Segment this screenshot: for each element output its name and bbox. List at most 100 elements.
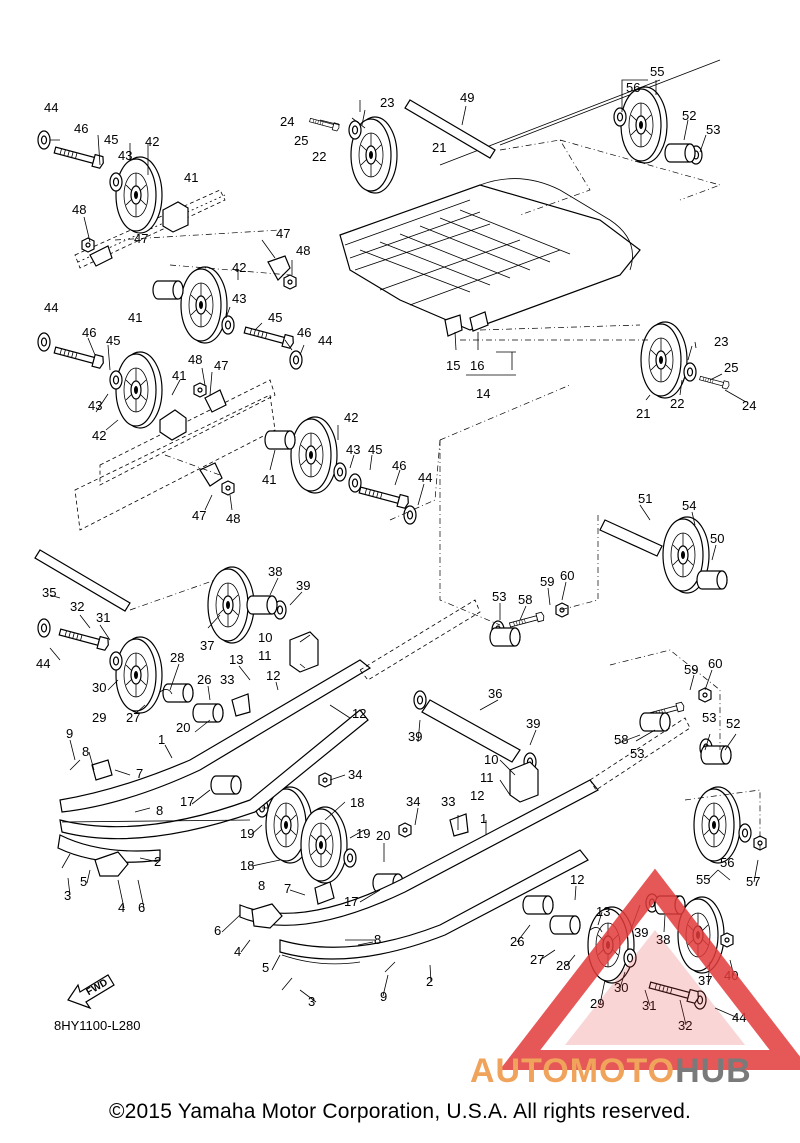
callout: 17 — [180, 794, 194, 809]
callout: 44 — [44, 100, 58, 115]
callout: 55 — [696, 872, 710, 887]
callout: 41 — [184, 170, 198, 185]
callout: 41 — [262, 472, 276, 487]
callout: 7 — [284, 881, 291, 896]
callout: 22 — [312, 149, 326, 164]
wheel-idler-upper-1 — [115, 156, 163, 234]
callout: 44 — [36, 656, 50, 671]
callout: 53 — [630, 746, 644, 761]
callout: 52 — [726, 716, 740, 731]
callout: 6 — [138, 900, 145, 915]
callout: 44 — [318, 333, 332, 348]
callout: 1 — [158, 732, 165, 747]
callout: 34 — [406, 794, 420, 809]
callout: 18 — [350, 795, 364, 810]
callout: 8 — [156, 803, 163, 818]
callout: 9 — [380, 989, 387, 1004]
fwd-arrow-icon: FWD — [67, 974, 115, 1010]
callout: 42 — [92, 428, 106, 443]
wheel-29-upper — [115, 636, 163, 714]
callout: 28 — [556, 958, 570, 973]
callout: 13 — [596, 904, 610, 919]
track-belt — [339, 59, 721, 331]
wheel-18-b — [300, 806, 348, 884]
watermark-part2: HUB — [675, 1052, 752, 1090]
callout: 32 — [70, 599, 84, 614]
callout: 1 — [480, 811, 487, 826]
callout: 2 — [154, 854, 161, 869]
wheel-idler-mid-2 — [290, 416, 338, 494]
copyright-notice: ©2015 Yamaha Motor Corporation, U.S.A. A… — [108, 1100, 692, 1123]
callout: 58 — [518, 592, 532, 607]
callouts: 44 46 45 42 43 41 48 47 24 23 25 22 21 4… — [36, 64, 760, 1033]
callout: 46 — [82, 325, 96, 340]
callout: 60 — [708, 656, 722, 671]
callout: 6 — [214, 923, 221, 938]
callout: 41 — [172, 368, 186, 383]
callout: 45 — [268, 310, 282, 325]
callout: 31 — [96, 610, 110, 625]
callout: 23 — [714, 334, 728, 349]
callout: 53 — [492, 589, 506, 604]
callout: 44 — [418, 470, 432, 485]
callout: 59 — [684, 662, 698, 677]
callout: 19 — [356, 826, 370, 841]
wheel-55-lower — [693, 786, 741, 864]
callout: 43 — [346, 442, 360, 457]
callout: 3 — [64, 888, 71, 903]
wheel-idler-upper-2 — [180, 266, 228, 344]
callout: 48 — [188, 352, 202, 367]
callout: 46 — [74, 121, 88, 136]
callout: 9 — [66, 726, 73, 741]
watermark-part1: AUTOMOTO — [470, 1052, 676, 1090]
callout: 41 — [128, 310, 142, 325]
callout: 25 — [724, 360, 738, 375]
callout: 11 — [258, 648, 272, 663]
drawing-code: 8HY1100-L280 — [54, 1018, 141, 1033]
callout: 33 — [220, 672, 234, 687]
callout: 37 — [698, 973, 712, 988]
callout: 48 — [72, 202, 86, 217]
callout: 38 — [656, 932, 670, 947]
reference-lines — [114, 139, 761, 850]
callout: 38 — [268, 564, 282, 579]
callout: 12 — [570, 872, 584, 887]
callout: 32 — [678, 1018, 692, 1033]
callout: 15 — [446, 358, 460, 373]
callout: 17 — [344, 894, 358, 909]
callout: 8 — [258, 878, 265, 893]
callout: 18 — [240, 858, 254, 873]
callout: 60 — [560, 568, 574, 583]
callout: 24 — [742, 398, 756, 413]
callout: 12 — [266, 668, 280, 683]
callout: 8 — [374, 932, 381, 947]
callout: 24 — [280, 114, 294, 129]
callout: 4 — [118, 900, 125, 915]
callout: 27 — [126, 710, 140, 725]
callout: 56 — [720, 855, 734, 870]
callout: 53 — [702, 710, 716, 725]
callout: 37 — [200, 638, 214, 653]
callout: 45 — [106, 333, 120, 348]
callout: 2 — [426, 974, 433, 989]
wheel-rear-top — [620, 86, 668, 164]
callout: 49 — [460, 90, 474, 105]
watermark-text: AUTOMOTOHUB — [470, 1052, 752, 1091]
callout: 21 — [432, 140, 446, 155]
callout: 12 — [352, 706, 366, 721]
callout: 22 — [670, 396, 684, 411]
small-parts — [61, 100, 693, 991]
callout: 31 — [642, 998, 656, 1013]
callout: 14 — [476, 386, 490, 401]
callout: 43 — [118, 148, 132, 163]
callout: 25 — [294, 133, 308, 148]
callout: 48 — [226, 511, 240, 526]
callout: 5 — [262, 960, 269, 975]
upper-left-rail — [74, 189, 276, 531]
callout: 52 — [682, 108, 696, 123]
callout: 30 — [92, 680, 106, 695]
callout: 29 — [92, 710, 106, 725]
callout: 56 — [626, 80, 640, 95]
